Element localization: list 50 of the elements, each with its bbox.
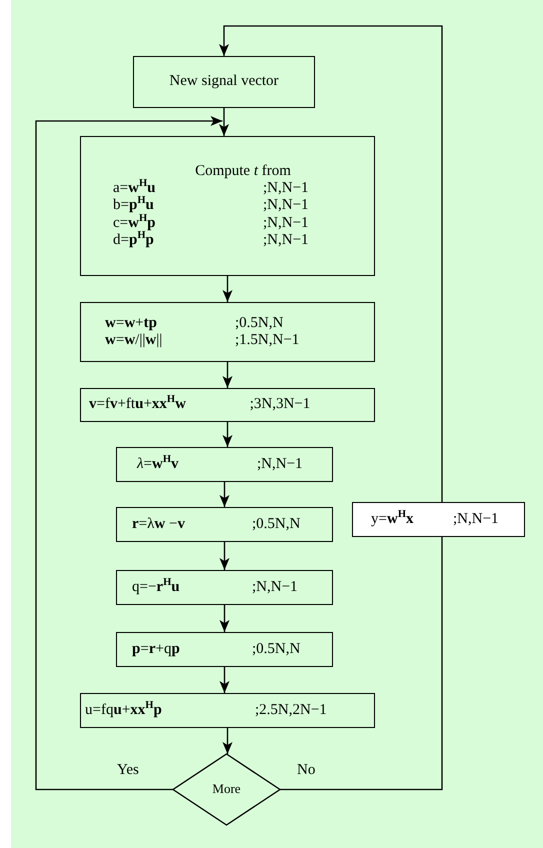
process-box (116, 632, 333, 667)
formula: u=fqu+xx$^{H}$p (85, 702, 163, 720)
arrow (220, 667, 230, 693)
formula: b=p$^{H}$u (113, 197, 155, 214)
box-heading: Compute t from (195, 162, 291, 180)
process-box (80, 388, 375, 422)
arrow (222, 276, 232, 302)
formula: d=p$^{H}$p (113, 232, 154, 250)
cost-text: ;2.5N,2N−1 (255, 702, 328, 720)
formula: w=w/||w|| (105, 332, 164, 350)
arrow (219, 108, 229, 136)
process-box (116, 447, 333, 482)
node-label: New signal vector (169, 73, 279, 91)
cost-text: ;1.5N,N−1 (235, 332, 300, 350)
process-box (80, 136, 375, 276)
cost-text: ;0.5N,N (252, 516, 302, 534)
formula: p=r+qp (132, 640, 181, 658)
formula: c=w$^{H}$p (113, 214, 156, 231)
cost-text: ;N,N−1 (257, 456, 304, 474)
cost-text: ;N,N−1 (263, 232, 310, 250)
formula: v=fv+ftu+xx$^{H}$w (89, 396, 187, 414)
process-box (116, 570, 333, 605)
formula: r=λw −v (132, 516, 186, 534)
node-label: More (212, 782, 241, 797)
cost-text: ;0.5N,N (235, 314, 284, 332)
arrow (35, 116, 222, 790)
process-box (133, 56, 315, 108)
formula: w=w+tp (105, 314, 158, 332)
cost-text: ;N,N−1 (263, 180, 310, 198)
arrow (222, 362, 232, 388)
arrow (222, 728, 232, 754)
arrow (220, 482, 230, 507)
process-box (352, 502, 525, 537)
cost-text: ;N,N−1 (252, 578, 299, 596)
process-box (116, 507, 333, 542)
cost-text: ;0.5N,N (252, 640, 302, 658)
cost-text: ;3N,3N−1 (250, 396, 312, 414)
process-box (80, 693, 375, 728)
formula: q=−r$^{H}$u (132, 578, 181, 596)
arrow (220, 605, 230, 632)
formula: y=w$^{H}$x (371, 510, 414, 528)
process-box (80, 302, 375, 362)
formula: λ=w$^{H}$v (137, 456, 180, 474)
cost-text: ;N,N−1 (263, 214, 310, 232)
arrow (219, 25, 443, 502)
arrow (220, 542, 230, 570)
cost-text: ;N,N−1 (263, 197, 310, 215)
arrow (222, 422, 232, 447)
formula: a=w$^{H}$u (113, 180, 156, 196)
cost-text: ;N,N−1 (453, 510, 500, 528)
